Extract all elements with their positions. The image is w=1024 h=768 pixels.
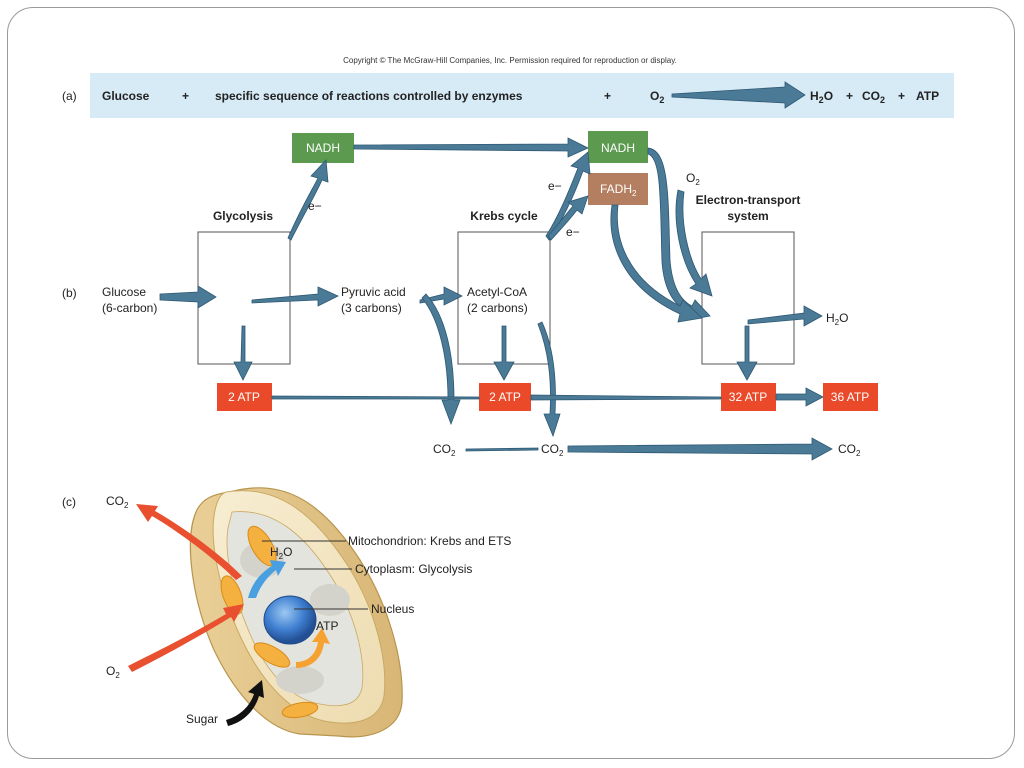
atp-line-2 [530, 394, 722, 401]
copyright-text: Copyright © The McGraw-Hill Companies, I… [343, 56, 677, 65]
krebs-electron-label-2: e− [566, 225, 580, 239]
ets-h2o-label: H2O [826, 311, 848, 327]
equation-reactions: specific sequence of reactions controlle… [215, 89, 523, 103]
atp-box-total [823, 383, 878, 411]
krebs-electron-label-1: e− [548, 179, 562, 193]
atp-box-ets [721, 383, 776, 411]
nadh-label-krebs: NADH [601, 141, 635, 155]
fadh2-label: FADH2 [600, 182, 637, 198]
atp-box-glycolysis [217, 383, 272, 411]
pyruvic-acid-label: Pyruvic acid [341, 285, 406, 299]
co2-label-2: CO2 [541, 442, 564, 458]
glycolysis-electron-label: e− [308, 199, 322, 213]
cell-h2o-label: H2O [270, 545, 292, 561]
cyto-callout: Cytoplasm: Glycolysis [355, 562, 472, 576]
atp-line-1 [271, 395, 480, 400]
krebs-fadh-arrow [547, 195, 589, 241]
mito-callout: Mitochondrion: Krebs and ETS [348, 534, 511, 548]
acetyl-carbon-label: (2 carbons) [467, 301, 528, 315]
water-arrow [248, 560, 286, 598]
atp-label-glycolysis: 2 ATP [228, 390, 260, 404]
nadh-transfer-arrow [353, 137, 589, 158]
glycolysis-nadh-arrow [287, 159, 329, 241]
glucose-arrow [159, 285, 217, 309]
acetyl-coa-label: Acetyl-CoA [467, 285, 527, 299]
cell-atp-label: ATP [316, 619, 338, 633]
ets-o2-label: O2 [686, 171, 700, 187]
fadh2-box [588, 173, 648, 205]
nucleus-callout: Nucleus [371, 602, 414, 616]
atp-label-total: 36 ATP [831, 390, 869, 404]
o2-in-arrow [128, 604, 244, 672]
sugar-arrow [226, 680, 264, 726]
equation-co2: CO2 [862, 89, 885, 105]
co2-total-arrow [567, 437, 833, 461]
equation-plus-1: + [182, 89, 189, 103]
glycolysis-title: Glycolysis [213, 209, 273, 223]
atp-label-krebs: 2 ATP [489, 390, 521, 404]
equation-banner [90, 73, 954, 118]
atp-box-krebs [479, 383, 531, 411]
fadh2-ets-arrow [610, 204, 703, 323]
nadh-box-krebs [588, 131, 648, 163]
sugar-label: Sugar [186, 712, 218, 726]
ets-h2o-arrow [747, 305, 823, 327]
equation-glucose: Glucose [102, 89, 150, 103]
pyruvic-co2-arrow [421, 293, 461, 426]
glucose-carbon-label: (6-carbon) [102, 301, 157, 315]
equation-o2: O2 [650, 89, 664, 105]
acetyl-co2-arrow [537, 321, 561, 438]
glycolysis-atp-arrow [233, 325, 253, 381]
atp-arrow [296, 628, 330, 668]
krebs-atp-arrow [493, 325, 515, 381]
panel-a-label: (a) [62, 89, 77, 103]
equation-arrow [671, 81, 806, 109]
pyruvic-carbon-label: (3 carbons) [341, 301, 402, 315]
cell-co2-label: CO2 [106, 494, 129, 510]
co2-label-3: CO2 [838, 442, 861, 458]
co2-out-arrow [136, 504, 242, 580]
equation-plus-4: + [898, 89, 905, 103]
ets-title-line2: system [727, 209, 768, 223]
nucleus-shape [263, 595, 317, 645]
glucose-label: Glucose [102, 285, 146, 299]
krebs-title: Krebs cycle [470, 209, 538, 223]
ets-atp-arrow [736, 325, 758, 381]
equation-plus-3: + [846, 89, 853, 103]
nadh-label-glycolysis: NADH [306, 141, 340, 155]
o2-ets-arrow [675, 189, 713, 297]
atp-total-arrow [775, 387, 824, 407]
co2-label-1: CO2 [433, 442, 456, 458]
ets-title-line1: Electron-transport [696, 193, 801, 207]
equation-h2o: H2O [810, 89, 833, 105]
panel-c-label: (c) [62, 495, 76, 509]
cell-o2-label: O2 [106, 664, 120, 680]
equation-atp: ATP [916, 89, 939, 103]
nadh-box-glycolysis [292, 133, 354, 163]
co2-line [465, 447, 539, 452]
pyruvic-arrow [251, 286, 339, 307]
panel-b-label: (b) [62, 286, 77, 300]
equation-plus-2: + [604, 89, 611, 103]
atp-label-ets: 32 ATP [729, 390, 767, 404]
